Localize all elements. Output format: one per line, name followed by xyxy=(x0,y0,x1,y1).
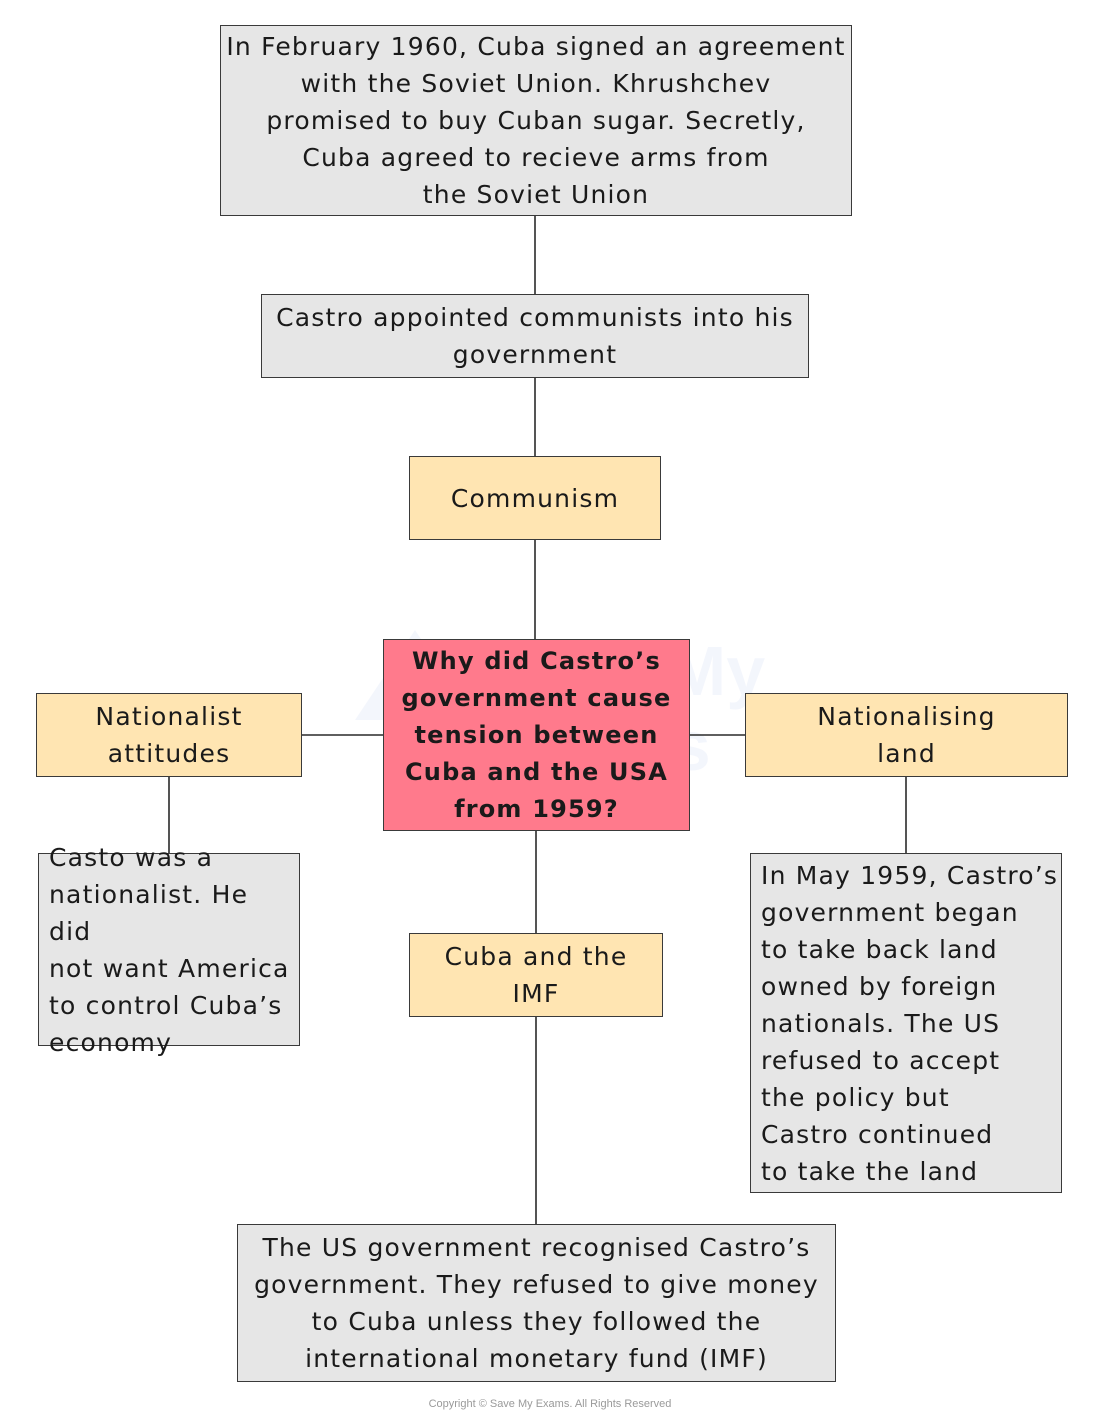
soviet-agreement-box: In February 1960, Cuba signed an agreeme… xyxy=(220,25,852,216)
central-question-box: Why did Castro’s government cause tensio… xyxy=(383,639,690,831)
communists-appointed-box: Castro appointed communists into his gov… xyxy=(261,294,809,378)
nationalising-land-theme-box: Nationalising land xyxy=(745,693,1068,777)
cuba-imf-theme-box: Cuba and the IMF xyxy=(409,933,663,1017)
nationalist-attitudes-theme-box: Nationalist attitudes xyxy=(36,693,302,777)
nationalising-land-detail-box: In May 1959, Castro’s government began t… xyxy=(750,853,1062,1193)
cuba-imf-detail-box: The US government recognised Castro’s go… xyxy=(237,1224,836,1382)
copyright-notice: Copyright © Save My Exams. All Rights Re… xyxy=(428,1398,672,1410)
nationalist-detail-box: Casto was a nationalist. He did not want… xyxy=(38,843,300,1057)
communism-theme-box: Communism xyxy=(409,456,661,540)
